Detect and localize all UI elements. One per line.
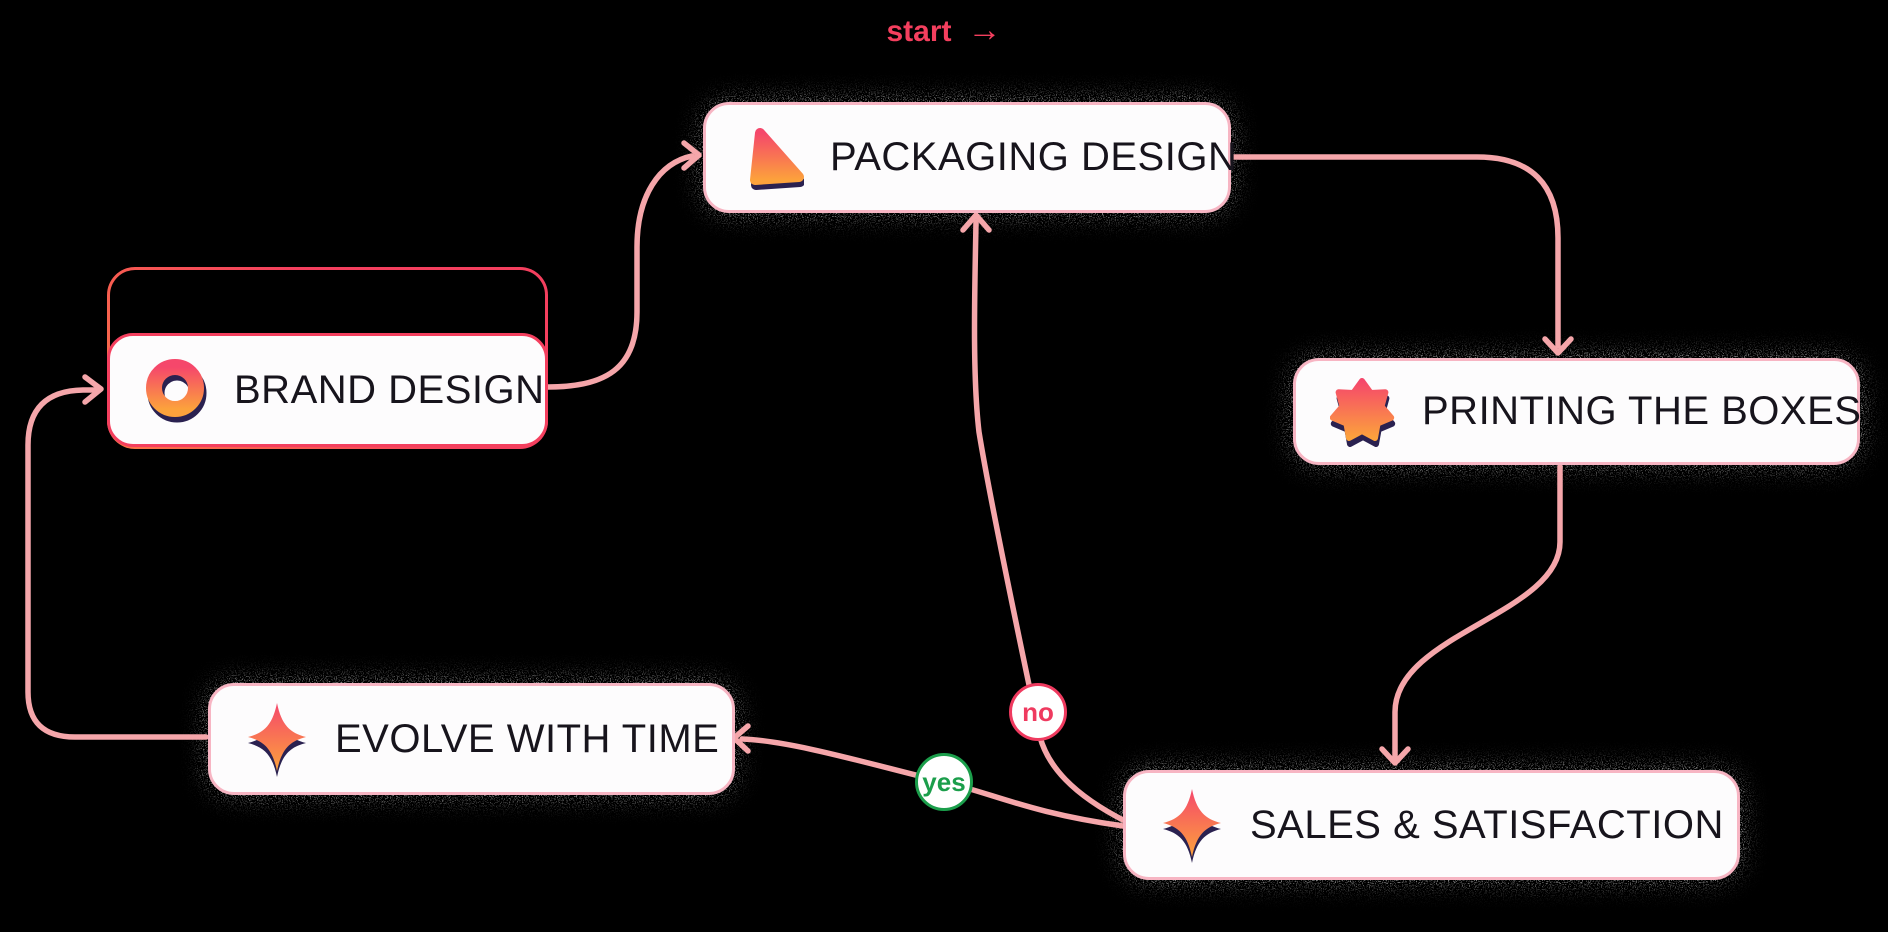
start-text: start [886,15,952,48]
donut-icon [146,359,207,423]
start-arrow-icon: → [967,11,1002,49]
edge-brand-to-packaging [545,153,695,390]
node-label: EVOLVE WITH TIME [335,716,720,761]
start-label: start → [0,0,1888,64]
node-sales-satisfaction[interactable]: SALES & SATISFACTION [1123,770,1740,880]
rounded-triangle-icon [750,127,804,190]
edge-packaging-to-printing [1228,154,1561,349]
star-burst-icon [1330,377,1396,447]
sparkle-icon [1163,789,1221,863]
no-text: no [1022,696,1054,727]
node-label: SALES & SATISFACTION [1250,802,1724,847]
node-evolve-with-time[interactable]: EVOLVE WITH TIME [208,683,735,795]
edge-label-no[interactable]: no [1009,683,1067,741]
edge-printing-to-sales [1392,464,1563,760]
node-label: PACKAGING DESIGN [830,135,1238,179]
edge-sales-no-packaging [971,219,1128,824]
edge-evolve-to-brand [25,387,209,740]
node-brand-design[interactable]: BRAND DESIGN [107,333,548,447]
node-printing-the-boxes[interactable]: PRINTING THE BOXES [1293,358,1862,465]
node-packaging-design[interactable]: PACKAGING DESIGN [703,102,1237,213]
edge-label-yes[interactable]: yes [915,753,973,811]
yes-text: yes [922,766,966,797]
node-label: PRINTING THE BOXES [1422,389,1862,433]
node-label: BRAND DESIGN [234,367,545,412]
sparkle-icon [248,703,306,777]
